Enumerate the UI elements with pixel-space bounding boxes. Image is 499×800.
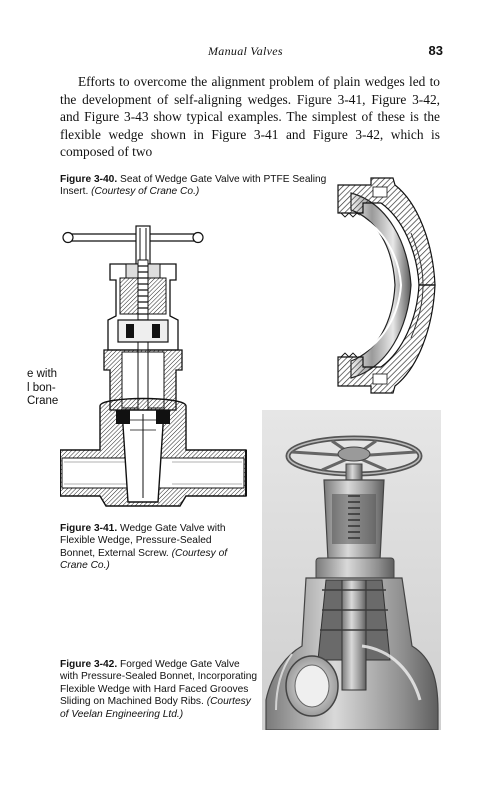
running-title: Manual Valves (208, 44, 283, 58)
figure-3-42-image (262, 410, 441, 730)
figure-3-40-caption: Figure 3-40. Seat of Wedge Gate Valve wi… (60, 174, 330, 199)
figure-3-41-caption: Figure 3-41. Wedge Gate Valve with Flexi… (60, 523, 240, 573)
page-number: 83 (428, 43, 443, 58)
clipped-text-fragment: e with l bon- Crane (27, 368, 58, 409)
figure-3-40-image (333, 173, 441, 398)
fragment-line: Crane (27, 395, 59, 407)
figure-label: Figure 3-40. (60, 174, 118, 185)
caption-credit: (Courtesy of Crane Co.) (60, 547, 228, 572)
caption-credit: (Courtesy of Veelan Engineering Ltd.) (60, 696, 251, 720)
body-paragraph: Efforts to overcome the alignment proble… (60, 74, 440, 159)
caption-text: Wedge Gate Valve with Flexible Wedge, Pr… (60, 523, 226, 559)
figure-3-41-image (60, 220, 260, 515)
fragment-line: l bon- (27, 381, 56, 394)
running-head: Manual Valves 83 (0, 43, 499, 60)
caption-text: Seat of Wedge Gate Valve with PTFE Seali… (60, 174, 327, 198)
figure-label: Figure 3-41. (60, 523, 118, 534)
figure-3-42-caption: Figure 3-42. Forged Wedge Gate Valve wit… (60, 659, 260, 721)
caption-credit: (Courtesy of Crane Co.) (91, 186, 200, 198)
caption-text: Forged Wedge Gate Valve with Pressure-Se… (60, 659, 258, 708)
figure-label: Figure 3-42. (60, 659, 118, 670)
fragment-line: e with (27, 368, 58, 380)
